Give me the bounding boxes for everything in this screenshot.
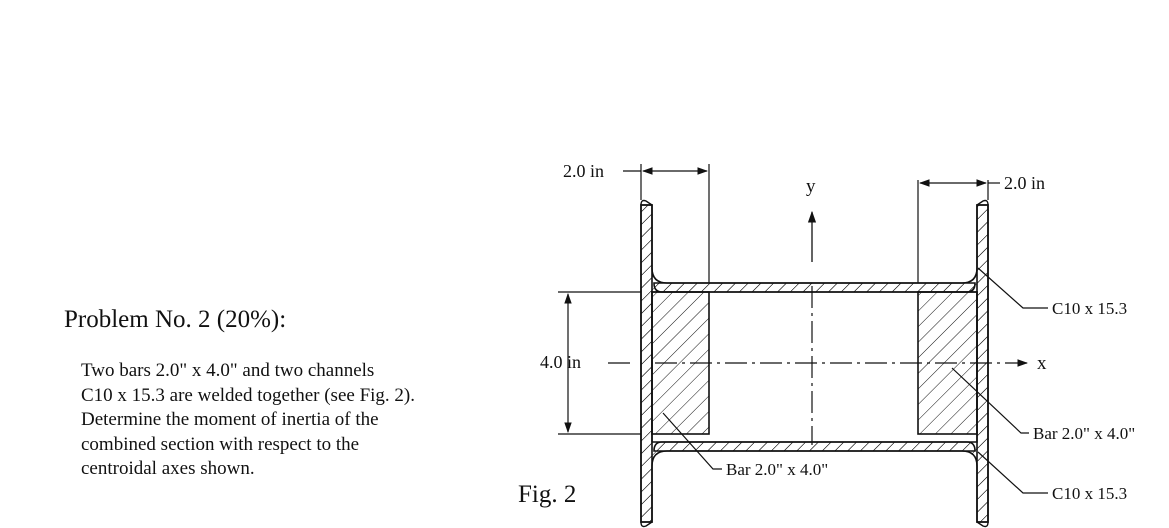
channel-top-label: C10 x 15.3 (1052, 299, 1127, 318)
y-axis-label: y (806, 176, 816, 197)
dim-right-width-label: 2.0 in (1004, 173, 1045, 193)
problem-line: centroidal axes shown. (81, 458, 255, 479)
left-channel-web (640, 204, 653, 523)
problem-title: Problem No. 2 (20%): (64, 306, 287, 333)
problem-line: combined section with respect to the (81, 433, 360, 455)
problem-line: Determine the moment of inertia of the (81, 409, 379, 430)
problem-line: C10 x 15.3 are welded together (see Fig.… (81, 384, 415, 406)
channel-bottom-label: C10 x 15.3 (1052, 484, 1127, 503)
x-axis-label: x (1037, 353, 1047, 374)
figure-caption: Fig. 2 (518, 481, 576, 508)
dim-height-label: 4.0 in (540, 352, 581, 372)
bar-left-label: Bar 2.0" x 4.0" (726, 460, 828, 479)
bar-right-label: Bar 2.0" x 4.0" (1033, 424, 1135, 443)
problem-line: Two bars 2.0" x 4.0" and two channels (81, 360, 375, 381)
dim-left-width-label: 2.0 in (563, 161, 604, 181)
problem-statement: Two bars 2.0" x 4.0" and two channels C1… (81, 359, 551, 482)
